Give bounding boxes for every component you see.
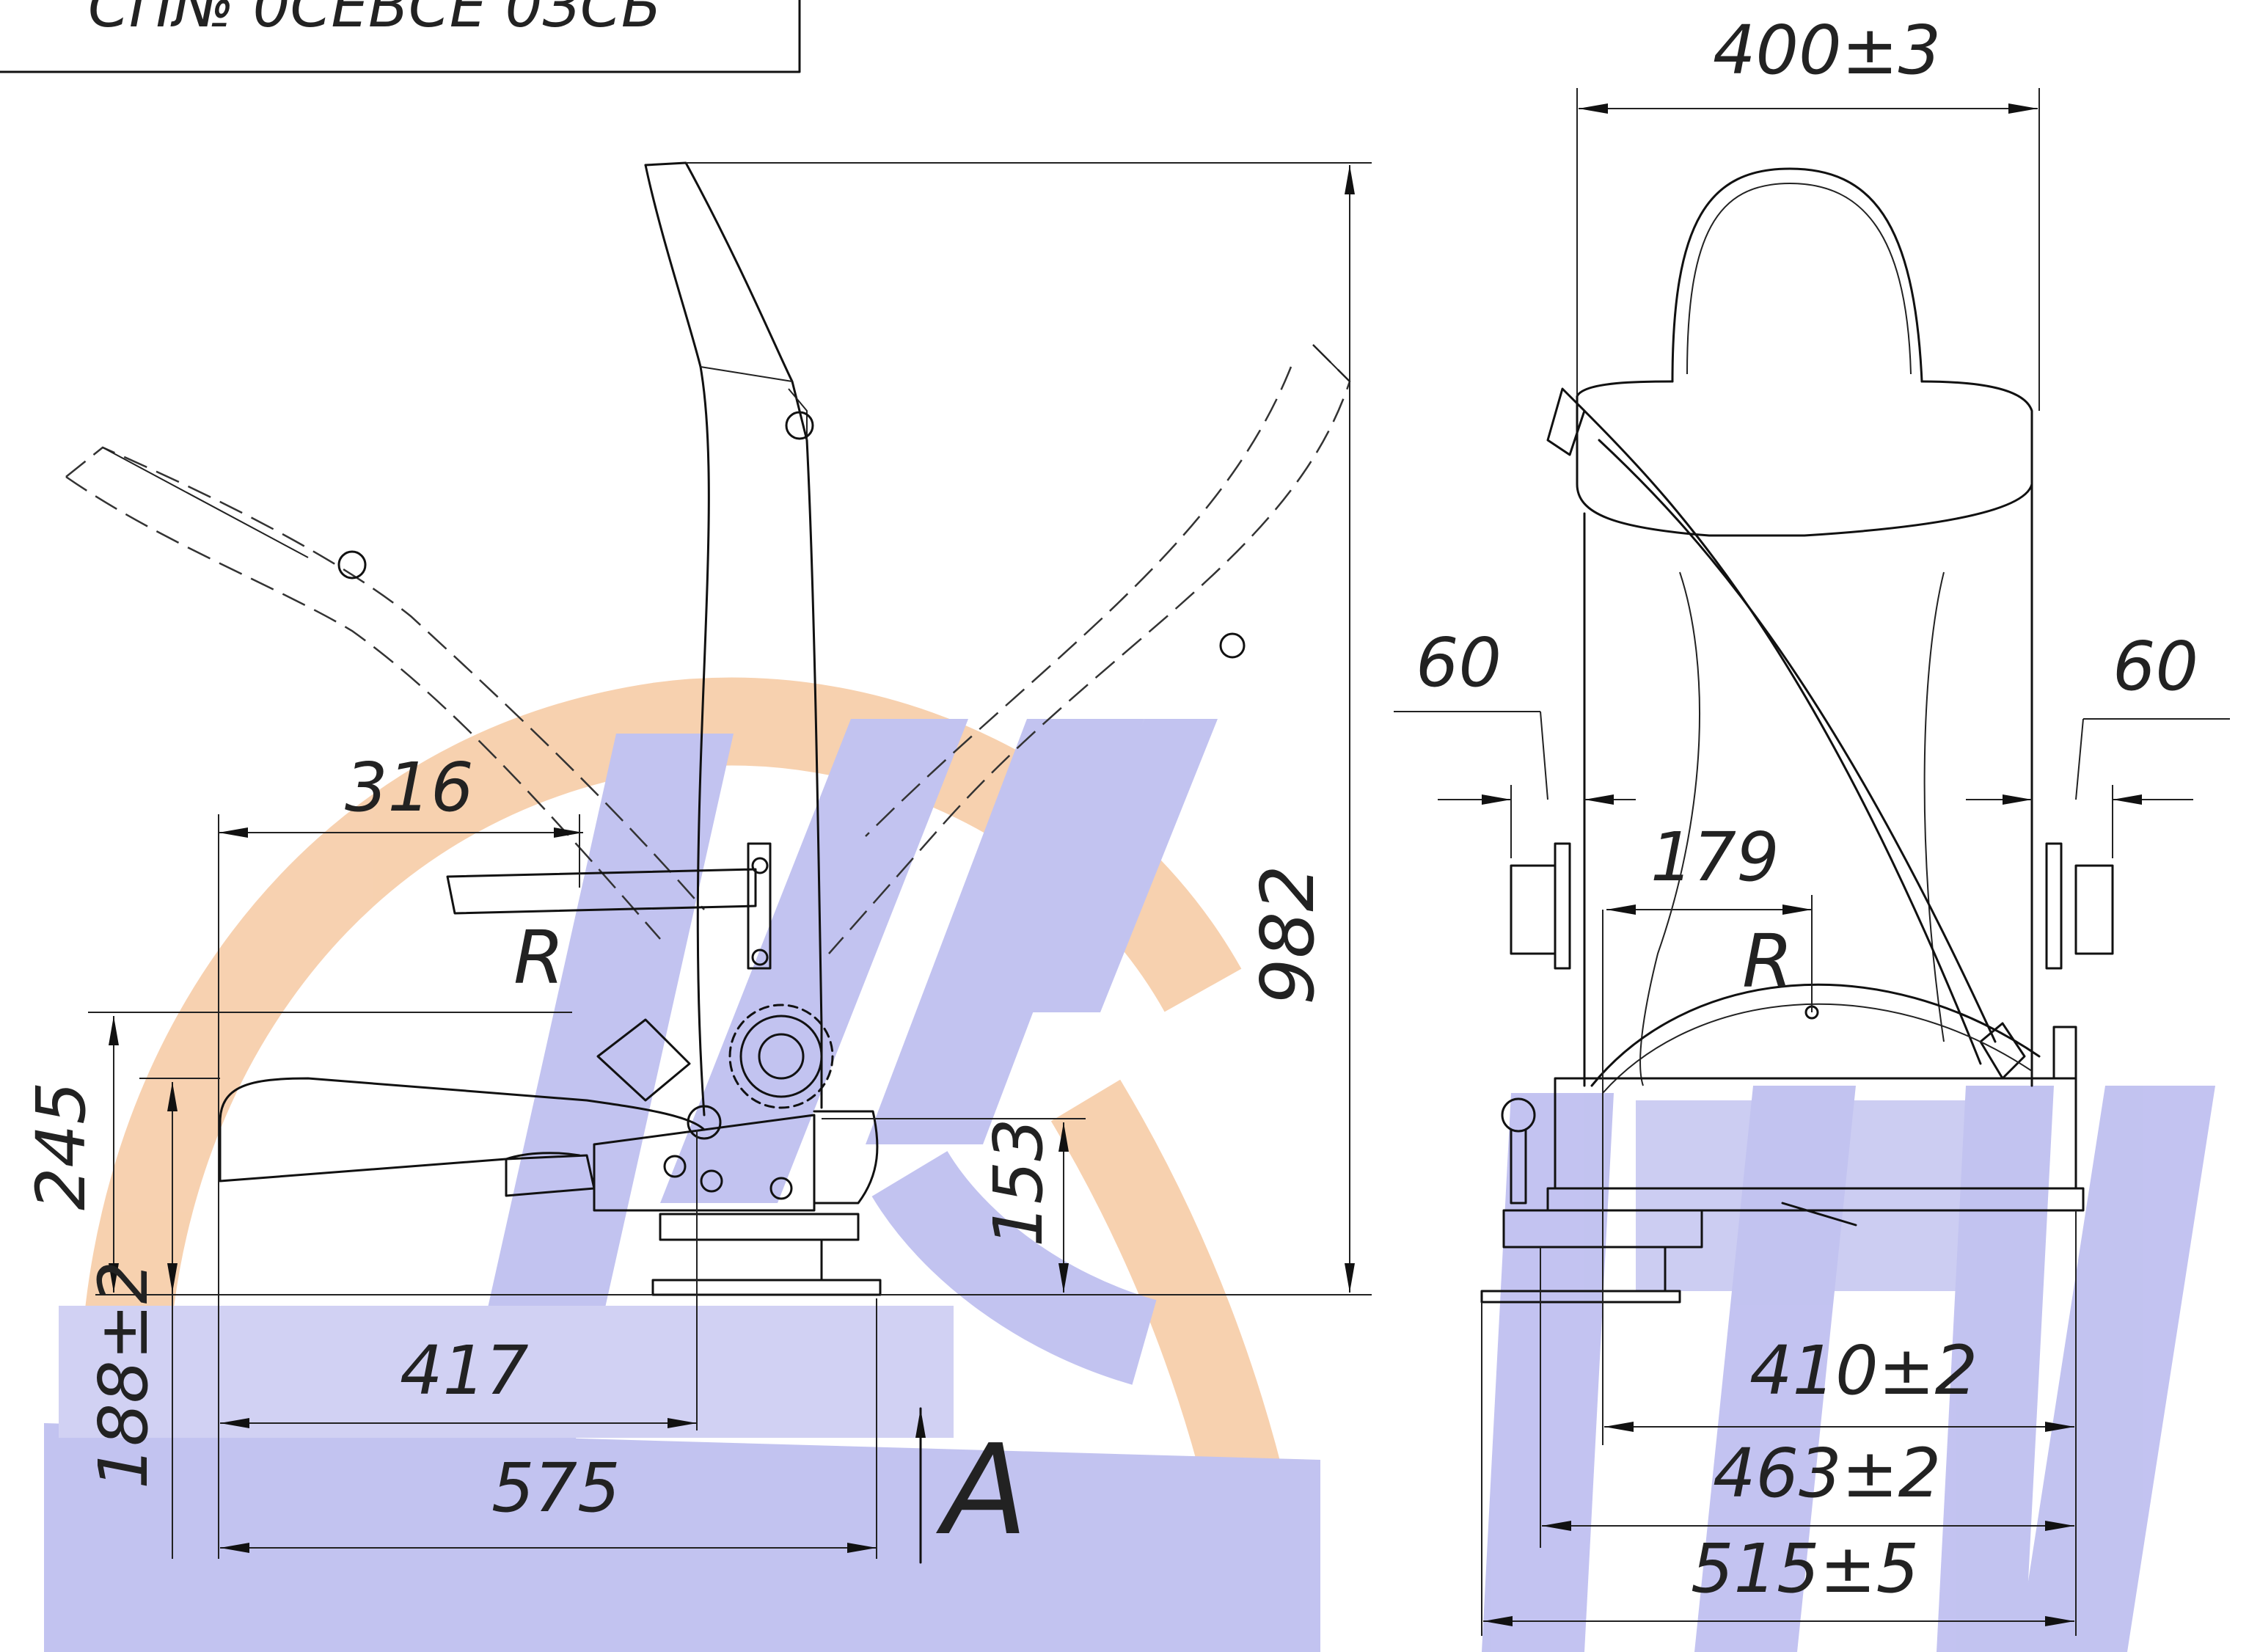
dim-side-60-left: 60 [1416, 624, 1502, 702]
dim-width-179: 179 [1650, 818, 1780, 896]
seat-front-view [1480, 167, 2114, 1304]
dim-height-245: 245 [22, 1081, 100, 1210]
view-a-label: A [935, 1418, 1028, 1563]
dim-width-515: 515±5 [1691, 1529, 1919, 1608]
title-stamp: СП№ 0СЕВСЕ 0ЗСБ [0, 0, 801, 73]
side-dimension-lines [88, 162, 1372, 1564]
dim-top-width: 400±3 [1713, 11, 1941, 89]
dim-height-153: 153 [979, 1118, 1058, 1247]
dim-reach-316: 316 [345, 748, 474, 827]
dim-height-982: 982 [1245, 865, 1331, 1005]
dim-width-463: 463±2 [1713, 1434, 1941, 1513]
front-dimension-lines [1394, 88, 2230, 1636]
watermark-logo [44, 677, 2215, 1652]
stamp-text: СП№ 0СЕВСЕ 0ЗСБ [88, 0, 662, 40]
dim-width-410: 410±2 [1749, 1331, 1978, 1410]
dim-base-417: 417 [400, 1331, 529, 1410]
dim-base-575: 575 [491, 1449, 621, 1527]
dim-height-188: 188±2 [84, 1261, 163, 1489]
dim-side-60-right: 60 [2113, 627, 2198, 706]
dim-radius-left: R [513, 915, 564, 1001]
dim-radius-right: R [1742, 918, 1793, 1004]
